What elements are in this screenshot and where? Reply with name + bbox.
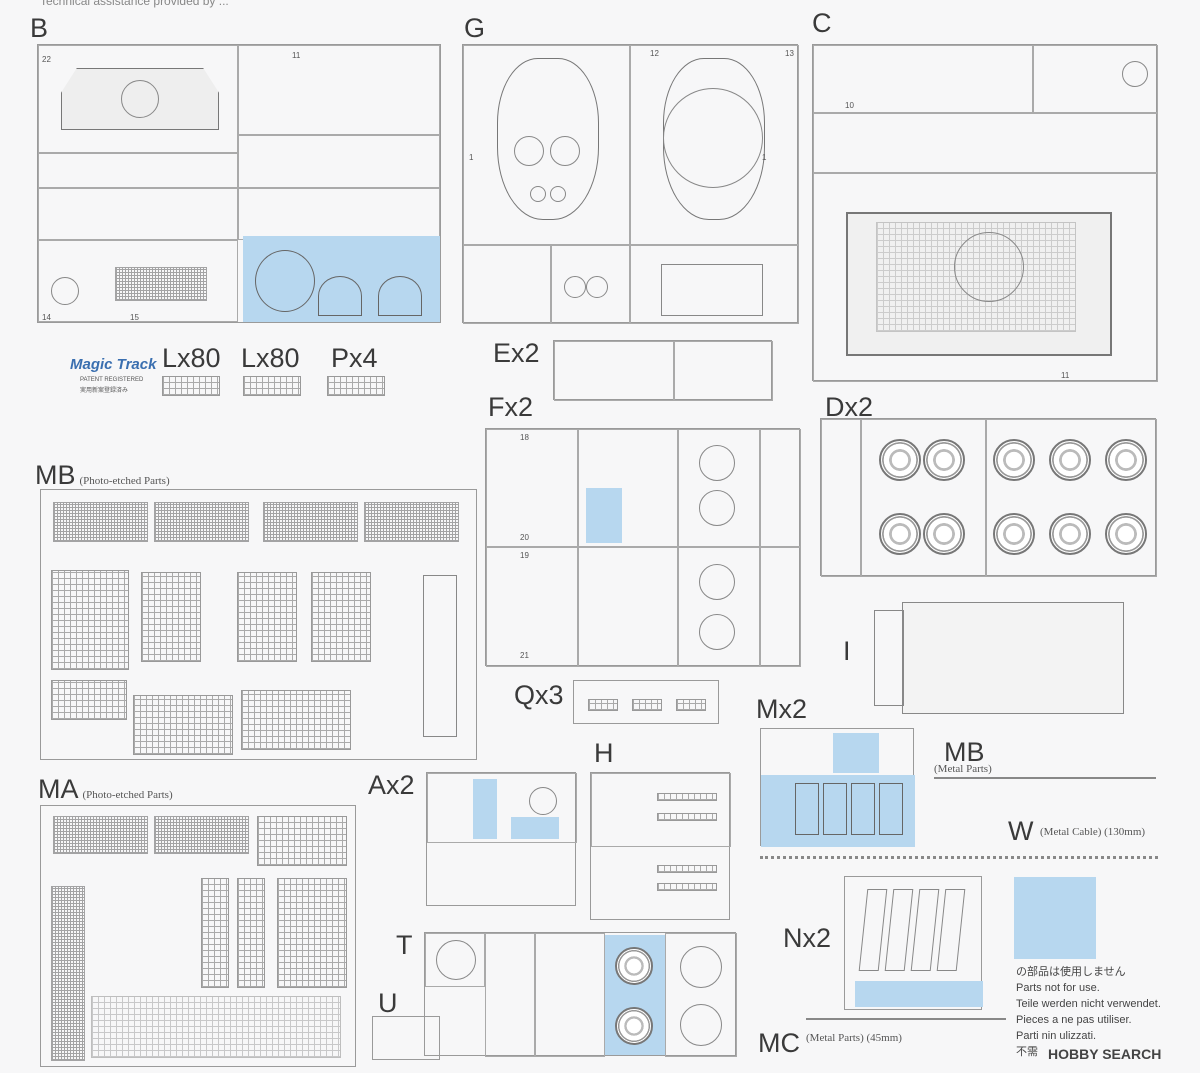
label-sprue-f: Fx2 (488, 392, 534, 422)
magic-track-patent: PATENT REGISTERED (80, 377, 144, 383)
sprue-b-small-parts (238, 45, 440, 135)
sprue-u (372, 1016, 440, 1060)
sprue-g: 12 13 1 1 (462, 44, 799, 324)
notice-text: の部品は使用しません Parts not for use. Teile werd… (1016, 966, 1161, 1058)
sprue-g-part4 (551, 245, 630, 324)
label-sprue-i: I (843, 636, 851, 666)
metal-rod-mb (934, 777, 1156, 779)
sprue-b-grille-cell (38, 240, 238, 322)
label-w: W (1008, 816, 1034, 846)
sprue-b-row2b (238, 135, 440, 188)
sprue-c-hull-bottom (813, 173, 1158, 382)
label-mb-pe: MB(Photo-etched Parts) (35, 460, 170, 490)
sprue-m (760, 728, 915, 847)
unused-highlight-m (761, 775, 915, 847)
road-wheel (993, 513, 1035, 555)
sprue-a (426, 772, 577, 906)
sprue-b-row2 (38, 153, 238, 188)
magic-track-patent-jp: 実用新案登録済み (80, 388, 129, 394)
sprue-c-row1b (1033, 45, 1158, 113)
unused-highlight-a1 (473, 779, 497, 839)
label-sprue-c: C (812, 8, 832, 38)
label-sprue-q: Qx3 (514, 680, 564, 710)
header-text: Technical assistance provided by ... (40, 0, 229, 8)
label-px4: Px4 (331, 343, 378, 373)
unused-highlight-f (586, 488, 622, 543)
label-sprue-t: T (396, 930, 413, 960)
road-wheel (1105, 513, 1147, 555)
sprue-b-row3b (238, 188, 440, 240)
road-wheel (993, 439, 1035, 481)
sprue-h (590, 772, 731, 920)
unused-parts-swatch (1014, 877, 1096, 959)
label-mb-metal: MB (944, 737, 985, 767)
road-wheel (1049, 513, 1091, 555)
unused-highlight-a2 (511, 817, 559, 839)
label-sprue-b: B (30, 13, 49, 43)
sprue-n (844, 876, 983, 1010)
road-wheel (923, 513, 965, 555)
sprue-g-part3 (463, 245, 551, 324)
sprue-g-turret-top (630, 45, 799, 245)
label-lx80-1: Lx80 (162, 343, 221, 373)
label-sprue-m: Mx2 (756, 694, 808, 724)
sprue-e (553, 340, 773, 401)
label-sprue-e: Ex2 (493, 338, 540, 368)
metal-cable-w (760, 856, 1158, 859)
label-sprue-d: Dx2 (825, 392, 874, 422)
metal-rod-mc (806, 1018, 1006, 1020)
label-sprue-a: Ax2 (368, 770, 415, 800)
watermark: HOBBY SEARCH (1048, 1046, 1162, 1062)
sprue-c: 10 11 (812, 44, 1158, 382)
unused-highlight-b (243, 236, 440, 322)
sprue-g-turret-bottom (463, 45, 630, 245)
sprue-i (874, 594, 1156, 720)
label-sprue-u: U (378, 988, 398, 1018)
unused-highlight-t (605, 935, 665, 1055)
label-mb-metal-sub: (Metal Parts) (934, 763, 992, 775)
road-wheel (923, 439, 965, 481)
unused-highlight-n (855, 981, 983, 1007)
road-wheel (879, 513, 921, 555)
sprue-f: 18 20 19 21 (485, 428, 801, 667)
sprue-q (573, 680, 719, 724)
magic-track-logo: Magic Track (70, 356, 157, 373)
label-lx80-2: Lx80 (241, 343, 300, 373)
sprue-g-part2 (630, 245, 799, 324)
unused-highlight-m-top (833, 733, 879, 773)
label-sprue-h: H (594, 738, 614, 768)
sprue-b-hull-plate (38, 45, 238, 153)
road-wheel (1049, 439, 1091, 481)
sprue-b-row3 (38, 188, 238, 240)
road-wheel (879, 439, 921, 481)
track-link-l2 (243, 376, 301, 396)
label-ma-pe: MA(Photo-etched Parts) (38, 774, 173, 804)
sprue-b: 22 11 14 15 (37, 44, 441, 323)
label-w-sub: (Metal Cable) (130mm) (1040, 826, 1146, 838)
fret-ma (40, 805, 356, 1067)
track-link-p (327, 376, 385, 396)
fret-mb (40, 489, 477, 760)
label-sprue-g: G (464, 13, 486, 43)
track-link-l1 (162, 376, 220, 396)
label-mc: MC (758, 1028, 800, 1058)
sprue-t (424, 932, 737, 1057)
sprue-c-row1 (813, 45, 1033, 113)
sprue-c-row2 (813, 113, 1158, 173)
sprue-d (820, 418, 1157, 577)
label-mc-sub: (Metal Parts) (45mm) (806, 1032, 902, 1044)
road-wheel (1105, 439, 1147, 481)
grille-mesh (115, 267, 207, 301)
label-sprue-n: Nx2 (783, 923, 832, 953)
